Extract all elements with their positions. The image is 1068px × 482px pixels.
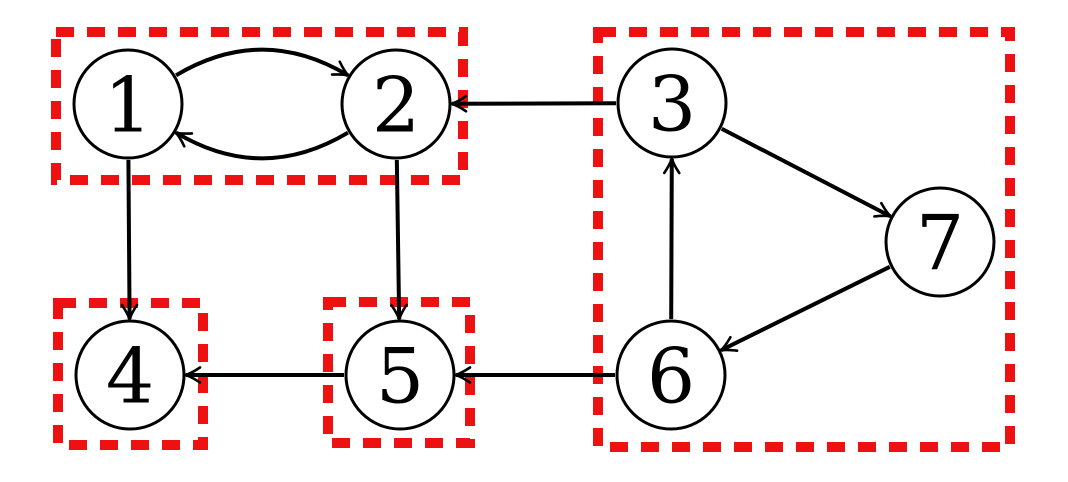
node-4: 4 (74, 319, 186, 431)
node-7: 7 (884, 186, 996, 298)
node-3-label: 3 (648, 59, 696, 148)
edge-3-to-7 (720, 127, 893, 218)
node-3-circle (616, 47, 728, 159)
edge-2-to-1 (174, 130, 349, 161)
node-5-label: 5 (376, 331, 424, 420)
node-4-circle (74, 319, 186, 431)
node-2: 2 (340, 48, 452, 160)
edges-layer (120, 47, 893, 384)
edge-3-to-2 (450, 94, 617, 113)
node-6: 6 (615, 319, 727, 431)
node-1-label: 1 (104, 60, 152, 149)
node-6-circle (615, 319, 727, 431)
edge-7-to-6 (719, 265, 891, 352)
edge-2-to-5 (390, 159, 408, 321)
node-5-circle (344, 319, 456, 431)
node-4-label: 4 (106, 331, 154, 420)
scc-group-boxes (51, 27, 1015, 452)
group-box-scc-3-6-7 (593, 27, 1015, 452)
node-2-label: 2 (372, 60, 420, 149)
node-3: 3 (616, 47, 728, 159)
nodes-layer: 1 2 3 4 5 6 7 (72, 47, 996, 431)
node-1-circle (72, 48, 184, 160)
node-7-label: 7 (916, 198, 964, 287)
node-7-circle (884, 186, 996, 298)
node-1: 1 (72, 48, 184, 160)
edge-1-to-4 (120, 159, 139, 321)
node-5: 5 (344, 319, 456, 431)
edge-6-to-3 (662, 157, 681, 320)
node-2-circle (340, 48, 452, 160)
node-6-label: 6 (647, 331, 695, 420)
edge-1-to-2 (175, 47, 350, 78)
